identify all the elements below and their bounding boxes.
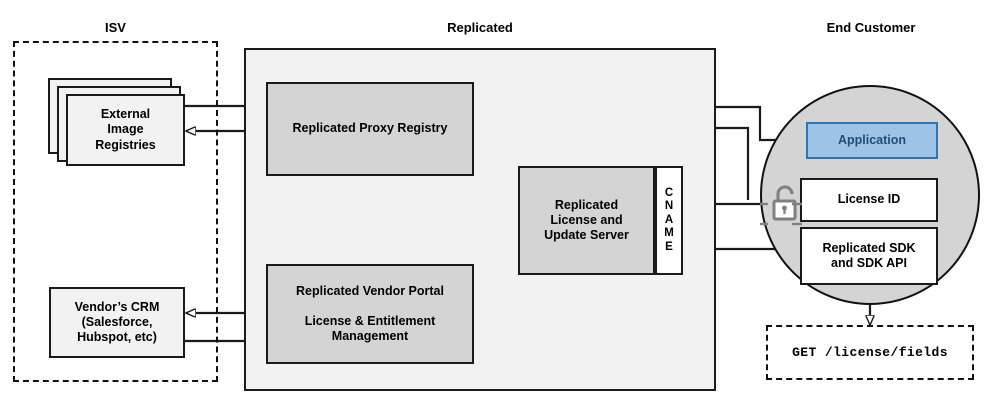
lock-connector-stubs: [760, 202, 802, 226]
isv-boundary: [13, 41, 218, 382]
replicated-proxy-registry[interactable]: Replicated Proxy Registry: [266, 82, 474, 176]
replicated-license-update-server[interactable]: Replicated License and Update Server: [518, 166, 655, 275]
vendor-portal-title: Replicated Vendor Portal: [296, 283, 444, 298]
cname-letter-n: N: [664, 200, 674, 213]
application-box[interactable]: Application: [806, 122, 938, 159]
replicated-vendor-portal[interactable]: Replicated Vendor Portal License & Entit…: [266, 264, 474, 364]
zone-label-isv: ISV: [105, 20, 126, 35]
vendor-portal-subtitle: License & Entitlement Management: [304, 313, 436, 344]
cname-letter-m: M: [664, 227, 674, 240]
cname-letter-e: E: [665, 240, 673, 253]
cname-strip[interactable]: C N A M E: [655, 166, 683, 275]
zone-label-end-customer: End Customer: [826, 20, 916, 35]
vendors-crm[interactable]: Vendor’s CRM (Salesforce, Hubspot, etc): [49, 287, 185, 358]
license-id-box[interactable]: License ID: [800, 178, 938, 222]
unlock-padlock-icon: [768, 183, 802, 223]
replicated-sdk-box[interactable]: Replicated SDK and SDK API: [800, 227, 938, 285]
cname-letter-a: A: [664, 213, 674, 226]
zone-label-replicated: Replicated: [447, 20, 513, 35]
cname-letter-c: C: [664, 186, 674, 199]
api-call-box[interactable]: GET /license/fields: [766, 325, 974, 380]
external-image-registries[interactable]: External Image Registries: [66, 94, 185, 166]
